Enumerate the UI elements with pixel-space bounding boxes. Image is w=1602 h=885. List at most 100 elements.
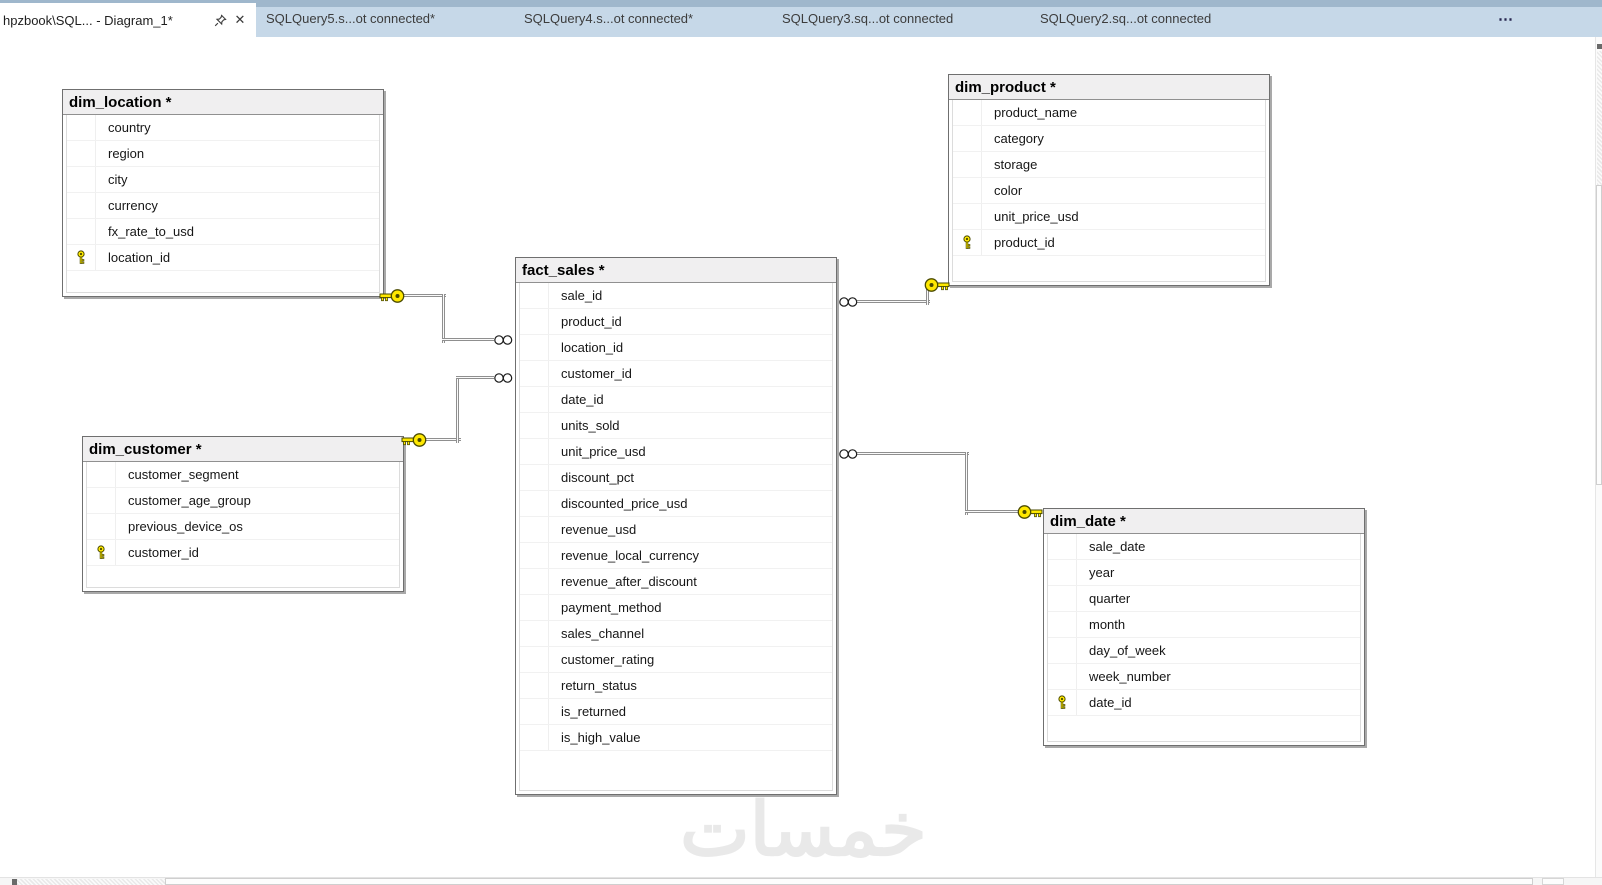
connector-segment[interactable] [442,294,445,343]
table-row[interactable]: return_status [520,673,832,699]
horizontal-scrollbar-thumb[interactable] [165,878,1533,885]
table-row[interactable]: discounted_price_usd [520,491,832,517]
tab-sqlquery2[interactable]: SQLQuery2.sq...ot connected [1030,0,1288,37]
column-name: customer_rating [561,652,655,667]
table-row[interactable]: customer_segment [87,462,399,488]
connector-segment[interactable] [965,510,1019,513]
watermark: خمسات [680,788,927,871]
table-row[interactable]: category [953,126,1265,152]
table-row[interactable]: units_sold [520,413,832,439]
table-row[interactable]: customer_rating [520,647,832,673]
connector-segment[interactable] [402,294,446,297]
table-row[interactable]: payment_method [520,595,832,621]
table-row[interactable]: unit_price_usd [953,204,1265,230]
table-row[interactable]: year [1048,560,1360,586]
table-row[interactable]: product_id [953,230,1265,256]
table-row[interactable]: revenue_local_currency [520,543,832,569]
diagram-canvas[interactable]: خمسات [0,37,1602,878]
table-row[interactable]: quarter [1048,586,1360,612]
tab-bar-top-strip [0,0,1602,7]
scrollbar-grip[interactable] [12,879,17,885]
table-row[interactable]: customer_id [87,540,399,566]
column-name: quarter [1089,591,1131,606]
table-title[interactable]: dim_customer * [83,437,403,462]
connector-segment[interactable] [965,452,968,515]
table-title[interactable]: fact_sales * [516,258,836,283]
tab-sqlquery5[interactable]: SQLQuery5.s...ot connected* [256,0,514,37]
table-row[interactable]: location_id [520,335,832,361]
connector-segment[interactable] [456,376,494,379]
table-row[interactable]: previous_device_os [87,514,399,540]
connector-segment[interactable] [425,438,461,441]
table-row[interactable]: day_of_week [1048,638,1360,664]
table-title[interactable]: dim_product * [949,75,1269,100]
table-row[interactable]: location_id [67,245,379,271]
close-icon[interactable]: ✕ [234,12,246,27]
table-title[interactable]: dim_date * [1044,509,1364,534]
row-icon-cell [1048,586,1077,611]
table-row[interactable]: country [67,115,379,141]
column-name: unit_price_usd [994,209,1079,224]
table-row[interactable]: is_high_value [520,725,832,751]
table-row[interactable]: sales_channel [520,621,832,647]
table-row[interactable]: unit_price_usd [520,439,832,465]
pin-icon[interactable] [210,10,230,30]
table-empty-row [952,256,1266,282]
column-name: week_number [1089,669,1171,684]
row-icon-cell [520,543,549,568]
row-icon-cell [520,621,549,646]
table-row[interactable]: customer_id [520,361,832,387]
table-row[interactable]: product_id [520,309,832,335]
row-icon-cell [1048,612,1077,637]
table-row[interactable]: currency [67,193,379,219]
connector-segment[interactable] [926,283,929,305]
connector-segment[interactable] [456,376,459,443]
table-row[interactable]: revenue_after_discount [520,569,832,595]
horizontal-scrollbar[interactable] [0,877,1602,885]
table-row[interactable]: fx_rate_to_usd [67,219,379,245]
table-row[interactable]: product_name [953,100,1265,126]
row-icon-cell [520,595,549,620]
infinity-many-end-icon [493,334,514,346]
tab-sqlquery4[interactable]: SQLQuery4.s...ot connected* [514,0,772,37]
column-name: revenue_usd [561,522,637,537]
row-icon-cell [953,204,982,229]
table-row[interactable]: is_returned [520,699,832,725]
table-row[interactable]: sale_id [520,283,832,309]
scrollbar-grip[interactable] [1597,44,1602,49]
table-row[interactable]: week_number [1048,664,1360,690]
tab-diagram-active[interactable]: hpzbook\SQL... - Diagram_1* ✕ [0,3,256,37]
table-row[interactable]: date_id [1048,690,1360,716]
table-title[interactable]: dim_location * [63,90,383,115]
connector-segment[interactable] [857,452,969,455]
column-name: date_id [561,392,604,407]
table-row[interactable]: month [1048,612,1360,638]
tab-overflow-icon[interactable]: ⋯ [1498,10,1514,28]
vertical-scrollbar[interactable] [1595,37,1602,878]
row-icon-cell [520,673,549,698]
table-row[interactable]: storage [953,152,1265,178]
vertical-scrollbar-thumb[interactable] [1596,185,1602,485]
row-icon-cell [520,491,549,516]
connector-segment[interactable] [857,300,930,303]
column-name: country [108,120,151,135]
tab-sqlquery3[interactable]: SQLQuery3.sq...ot connected [772,0,1030,37]
table-row[interactable]: customer_age_group [87,488,399,514]
row-icon-cell [1048,638,1077,663]
table-row[interactable]: date_id [520,387,832,413]
table-row[interactable]: sale_date [1048,534,1360,560]
infinity-many-end-icon [493,372,514,384]
table-row[interactable]: revenue_usd [520,517,832,543]
table-row[interactable]: city [67,167,379,193]
table-row[interactable]: discount_pct [520,465,832,491]
table-row[interactable]: color [953,178,1265,204]
connector-segment[interactable] [442,338,494,341]
column-name: storage [994,157,1038,172]
table-row[interactable]: region [67,141,379,167]
row-icon-cell [1048,560,1077,585]
